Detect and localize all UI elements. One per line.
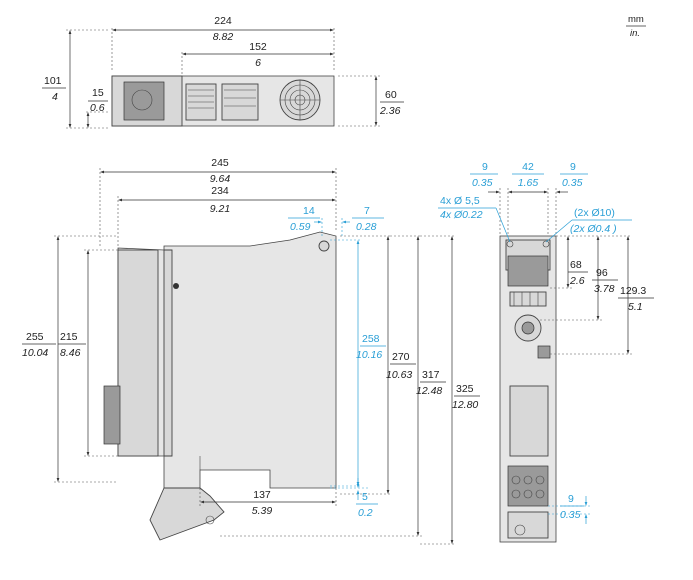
dim-101-in: 4 xyxy=(52,91,58,103)
dim-234-mm: 234 xyxy=(211,185,229,197)
dim-137-mm: 137 xyxy=(253,489,271,501)
dim-9-right-in: 0.35 xyxy=(562,177,583,189)
dim-7-in: 0.28 xyxy=(356,221,377,233)
dim-96-mm: 96 xyxy=(596,267,608,279)
dim-15-mm: 15 xyxy=(92,87,104,99)
dim-14-mm: 14 xyxy=(303,205,315,217)
dim-96-in: 3.78 xyxy=(594,283,615,295)
dim-234-in: 9.21 xyxy=(210,203,230,215)
dim-5-in: 0.2 xyxy=(358,507,373,519)
dim-245-in: 9.64 xyxy=(210,173,231,185)
units-legend: mm in. xyxy=(626,14,646,39)
dim-152-in: 6 xyxy=(255,57,261,69)
dim-215-in: 8.46 xyxy=(60,347,81,359)
dim-215-mm: 215 xyxy=(60,331,78,343)
top-view: 224 8.82 152 6 101 4 15 0.6 60 2.36 xyxy=(42,15,404,129)
dim-42-in: 1.65 xyxy=(518,177,539,189)
dim-9-bottom-in: 0.35 xyxy=(560,509,581,521)
connector-port-icon xyxy=(537,345,551,359)
dim-224-mm: 224 xyxy=(214,15,232,27)
dim-14-in: 0.59 xyxy=(290,221,311,233)
dim-101-mm: 101 xyxy=(44,75,62,87)
dim-129-in: 5.1 xyxy=(628,301,643,313)
dim-317-in: 12.48 xyxy=(416,385,442,397)
dim-7-mm: 7 xyxy=(364,205,370,217)
dim-317-mm: 317 xyxy=(422,369,440,381)
dim-9-left-mm: 9 xyxy=(482,161,488,173)
dim-68-mm: 68 xyxy=(570,259,582,271)
display-panel xyxy=(507,255,549,287)
front-view: 9 0.35 42 1.65 9 0.35 4x Ø 5,5 4x Ø0.22 … xyxy=(438,161,654,543)
dim-258-mm: 258 xyxy=(362,333,380,345)
mount-holes-in: 4x Ø0.22 xyxy=(440,209,483,221)
dim-68-in: 2.6 xyxy=(569,275,585,287)
side-view-body xyxy=(117,231,337,489)
cable-clamp xyxy=(149,487,225,541)
dim-9-left-in: 0.35 xyxy=(472,177,493,189)
dim-9-right-mm: 9 xyxy=(570,161,576,173)
dim-255-in: 10.04 xyxy=(22,347,48,359)
dim-60-in: 2.36 xyxy=(379,105,401,117)
dim-60-mm: 60 xyxy=(385,89,397,101)
dim-325-mm: 325 xyxy=(456,383,474,395)
dim-15-in: 0.6 xyxy=(90,102,105,114)
unit-in: in. xyxy=(630,28,640,39)
dim-5-mm: 5 xyxy=(362,491,368,503)
dim-255-mm: 255 xyxy=(26,331,44,343)
dim-270-mm: 270 xyxy=(392,351,410,363)
mount-holes-mm: 4x Ø 5,5 xyxy=(440,195,480,207)
dim-42-mm: 42 xyxy=(522,161,534,173)
side-view: 245 9.64 234 9.21 14 0.59 7 0.28 255 10.… xyxy=(22,157,480,545)
dim-258-in: 10.16 xyxy=(356,349,382,361)
dim-245-mm: 245 xyxy=(211,157,229,169)
dim-152-mm: 152 xyxy=(249,41,267,53)
dim-270-in: 10.63 xyxy=(386,369,412,381)
top-holes-mm: (2x Ø10) xyxy=(574,207,615,219)
dim-9-bottom-mm: 9 xyxy=(568,493,574,505)
dim-137-in: 5.39 xyxy=(252,505,273,517)
unit-mm: mm xyxy=(628,14,644,25)
dim-224-in: 8.82 xyxy=(213,31,234,43)
dim-325-in: 12.80 xyxy=(452,399,478,411)
dim-129-mm: 129.3 xyxy=(620,285,646,297)
top-holes-in: (2x Ø0.4 ) xyxy=(570,223,617,235)
